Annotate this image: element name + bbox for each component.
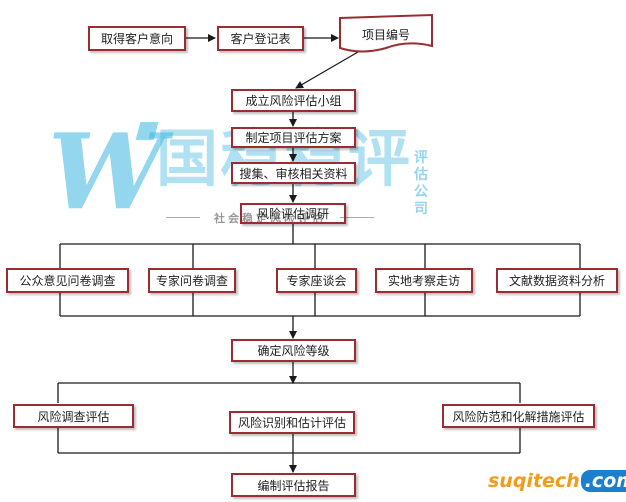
- node-project-number: 项目编号: [361, 27, 410, 42]
- node-eval-identify: 风险识别和估计评估: [229, 411, 355, 434]
- node-eval-survey: 风险调查评估: [13, 404, 134, 428]
- node-eval-prevent: 风险防范和化解措施评估: [442, 404, 595, 428]
- site-logo-name: suqitech: [488, 470, 580, 492]
- node-public-survey: 公众意见问卷调查: [6, 268, 129, 293]
- node-customer-intent: 取得客户意向: [88, 26, 186, 51]
- node-expert-survey: 专家问卷调查: [148, 268, 236, 293]
- node-risk-research: 风险评估调研: [240, 203, 346, 224]
- watermark-side-text: 评估公司: [414, 150, 428, 217]
- node-customer-register: 客户登记表: [217, 26, 304, 51]
- watermark-rule-right: [340, 217, 374, 218]
- site-logo-tld: .com: [580, 470, 626, 492]
- site-logo: suqitech.com: [488, 470, 626, 492]
- node-report: 编制评估报告: [231, 473, 356, 497]
- watermark-rule-left: [166, 217, 200, 218]
- node-collect-materials: 搜集、审核相关资料: [231, 162, 356, 184]
- node-risk-team: 成立风险评估小组: [231, 89, 356, 112]
- node-risk-level: 确定风险等级: [231, 339, 356, 362]
- node-site-visit: 实地考察走访: [375, 268, 473, 293]
- project-number-shape: [339, 13, 433, 53]
- node-literature-analysis: 文献数据资料分析: [496, 268, 618, 293]
- arrow-project-to-team: [295, 51, 359, 89]
- node-expert-forum: 专家座谈会: [276, 268, 357, 293]
- node-assessment-plan: 制定项目评估方案: [231, 127, 356, 148]
